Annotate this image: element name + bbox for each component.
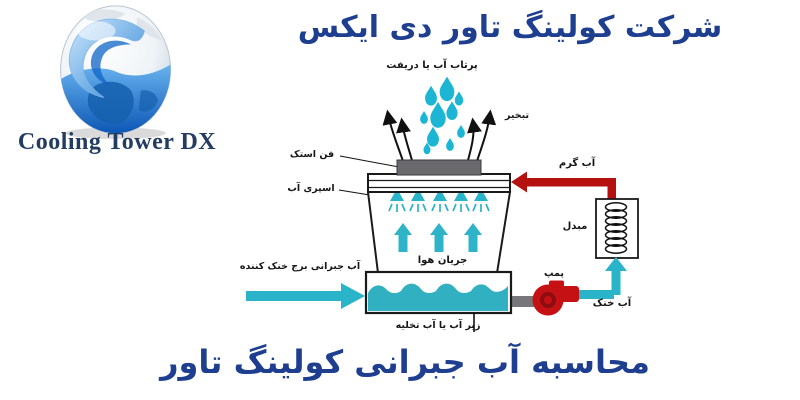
makeup-water-label: آب جبرانی برج خنک کننده xyxy=(239,261,361,272)
cold-water-label: آب خنک xyxy=(592,298,632,309)
heat-exchanger-box xyxy=(595,198,639,259)
fan-stack-box xyxy=(396,159,482,176)
pump-icon xyxy=(532,280,579,316)
air-flow-label: جریان هوا xyxy=(417,255,468,266)
basin-water xyxy=(368,283,508,311)
water-spray-label: اسپری آب xyxy=(287,183,335,194)
drift-label: پرتاب آب یا دریفت xyxy=(386,60,478,71)
evaporation-label: تبخیر xyxy=(504,110,530,121)
tower-deck xyxy=(367,173,511,193)
fan-stack-label: فن استک xyxy=(289,149,335,160)
globe-logo-icon xyxy=(60,5,172,140)
hot-water-pipe xyxy=(511,171,616,201)
heat-exchanger-label: مبدل xyxy=(562,221,588,232)
basin xyxy=(364,270,513,315)
logo: Cooling Tower DX xyxy=(8,0,226,165)
footer-title: محاسبه آب جبرانی کولینگ تاور xyxy=(160,343,650,381)
exchanger-coil-icon xyxy=(604,202,628,254)
pump-label: پمپ xyxy=(544,268,564,279)
page-title: شرکت کولینگ تاور دی ایکس xyxy=(297,10,723,45)
makeup-water-arrow xyxy=(246,283,365,309)
drift-droplets-icon xyxy=(420,76,465,155)
hot-water-label: آب گرم xyxy=(558,158,596,169)
cold-water-pipe xyxy=(577,257,627,299)
suction-pipe xyxy=(506,296,540,307)
brand-name: Cooling Tower DX xyxy=(17,129,217,155)
blowdown-label: زیر آب یا آب تخلیه xyxy=(395,320,481,331)
